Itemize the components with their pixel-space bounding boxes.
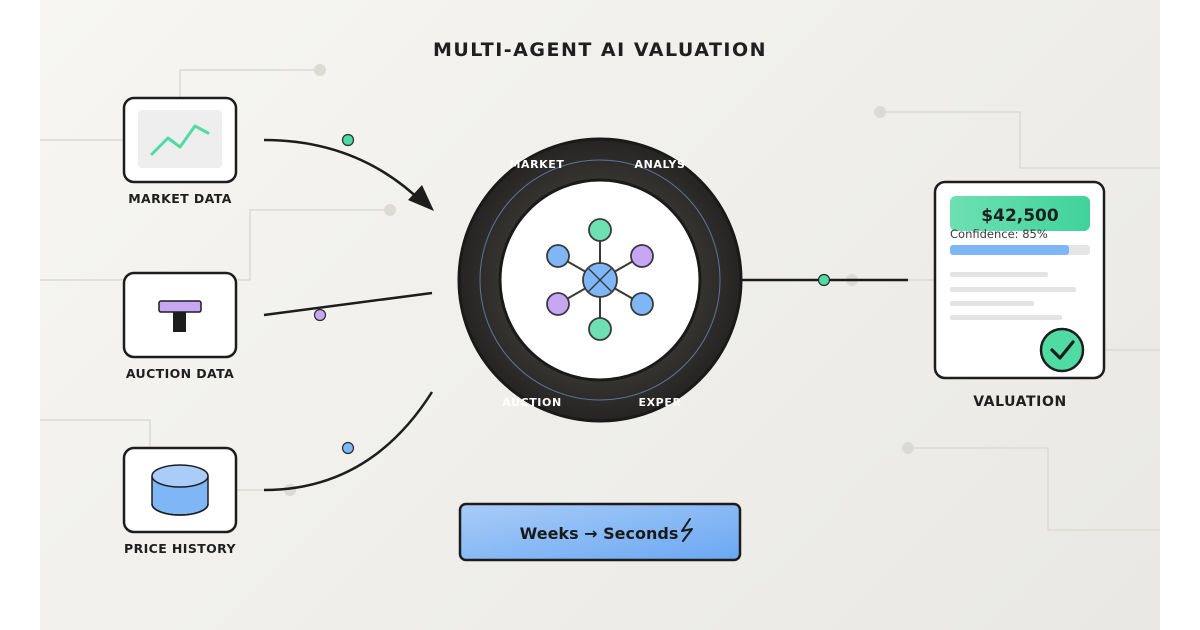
arrowhead-icon	[408, 185, 434, 211]
line-chart-icon	[138, 110, 222, 168]
valuation-card: $42,500 Confidence: 85%	[933, 180, 1106, 380]
lightning-icon	[681, 518, 693, 542]
agent-network-icon	[546, 218, 654, 341]
ring-label-top-left: MARKET	[509, 158, 564, 171]
diagram-canvas: MULTI-AGENT AI VALUATION MARKET DATA AUC…	[40, 0, 1160, 630]
agent-hub: MARKET ANALYS AUCTION EXPER	[457, 137, 743, 423]
database-icon	[151, 464, 209, 516]
connector-price	[263, 391, 434, 492]
confidence-bar-fill	[950, 245, 1069, 255]
input-label-market-data: MARKET DATA	[128, 191, 232, 206]
valuation-price: $42,500	[981, 206, 1059, 226]
input-label-price-history: PRICE HISTORY	[124, 541, 237, 556]
speed-banner-text: Weeks → Seconds	[520, 524, 679, 543]
speed-banner: Weeks → Seconds	[458, 502, 742, 562]
placeholder-text-lines	[950, 272, 1076, 320]
confidence-label: Confidence: 85%	[950, 227, 1048, 241]
ring-label-bottom-right: EXPER	[638, 396, 681, 409]
gavel-icon	[158, 300, 202, 332]
connector-market	[263, 138, 426, 206]
output-label-valuation: VALUATION	[973, 394, 1067, 410]
flow-dot-output	[817, 273, 831, 287]
input-auction-data: AUCTION DATA	[122, 271, 238, 381]
input-price-history: PRICE HISTORY	[122, 446, 238, 556]
input-market-data: MARKET DATA	[122, 96, 238, 206]
input-label-auction-data: AUCTION DATA	[126, 366, 234, 381]
input-connectors	[263, 138, 434, 492]
price-badge	[950, 196, 1090, 231]
ring-label-bottom-left: AUCTION	[502, 396, 562, 409]
connector-auction	[263, 291, 433, 317]
ring-label-top-right: ANALYS	[634, 158, 685, 171]
flow-dots	[313, 133, 355, 455]
diagram-svg: MULTI-AGENT AI VALUATION MARKET DATA AUC…	[40, 39, 1160, 562]
diagram-title: MULTI-AGENT AI VALUATION	[433, 39, 767, 61]
checkmark-icon	[1039, 327, 1085, 373]
